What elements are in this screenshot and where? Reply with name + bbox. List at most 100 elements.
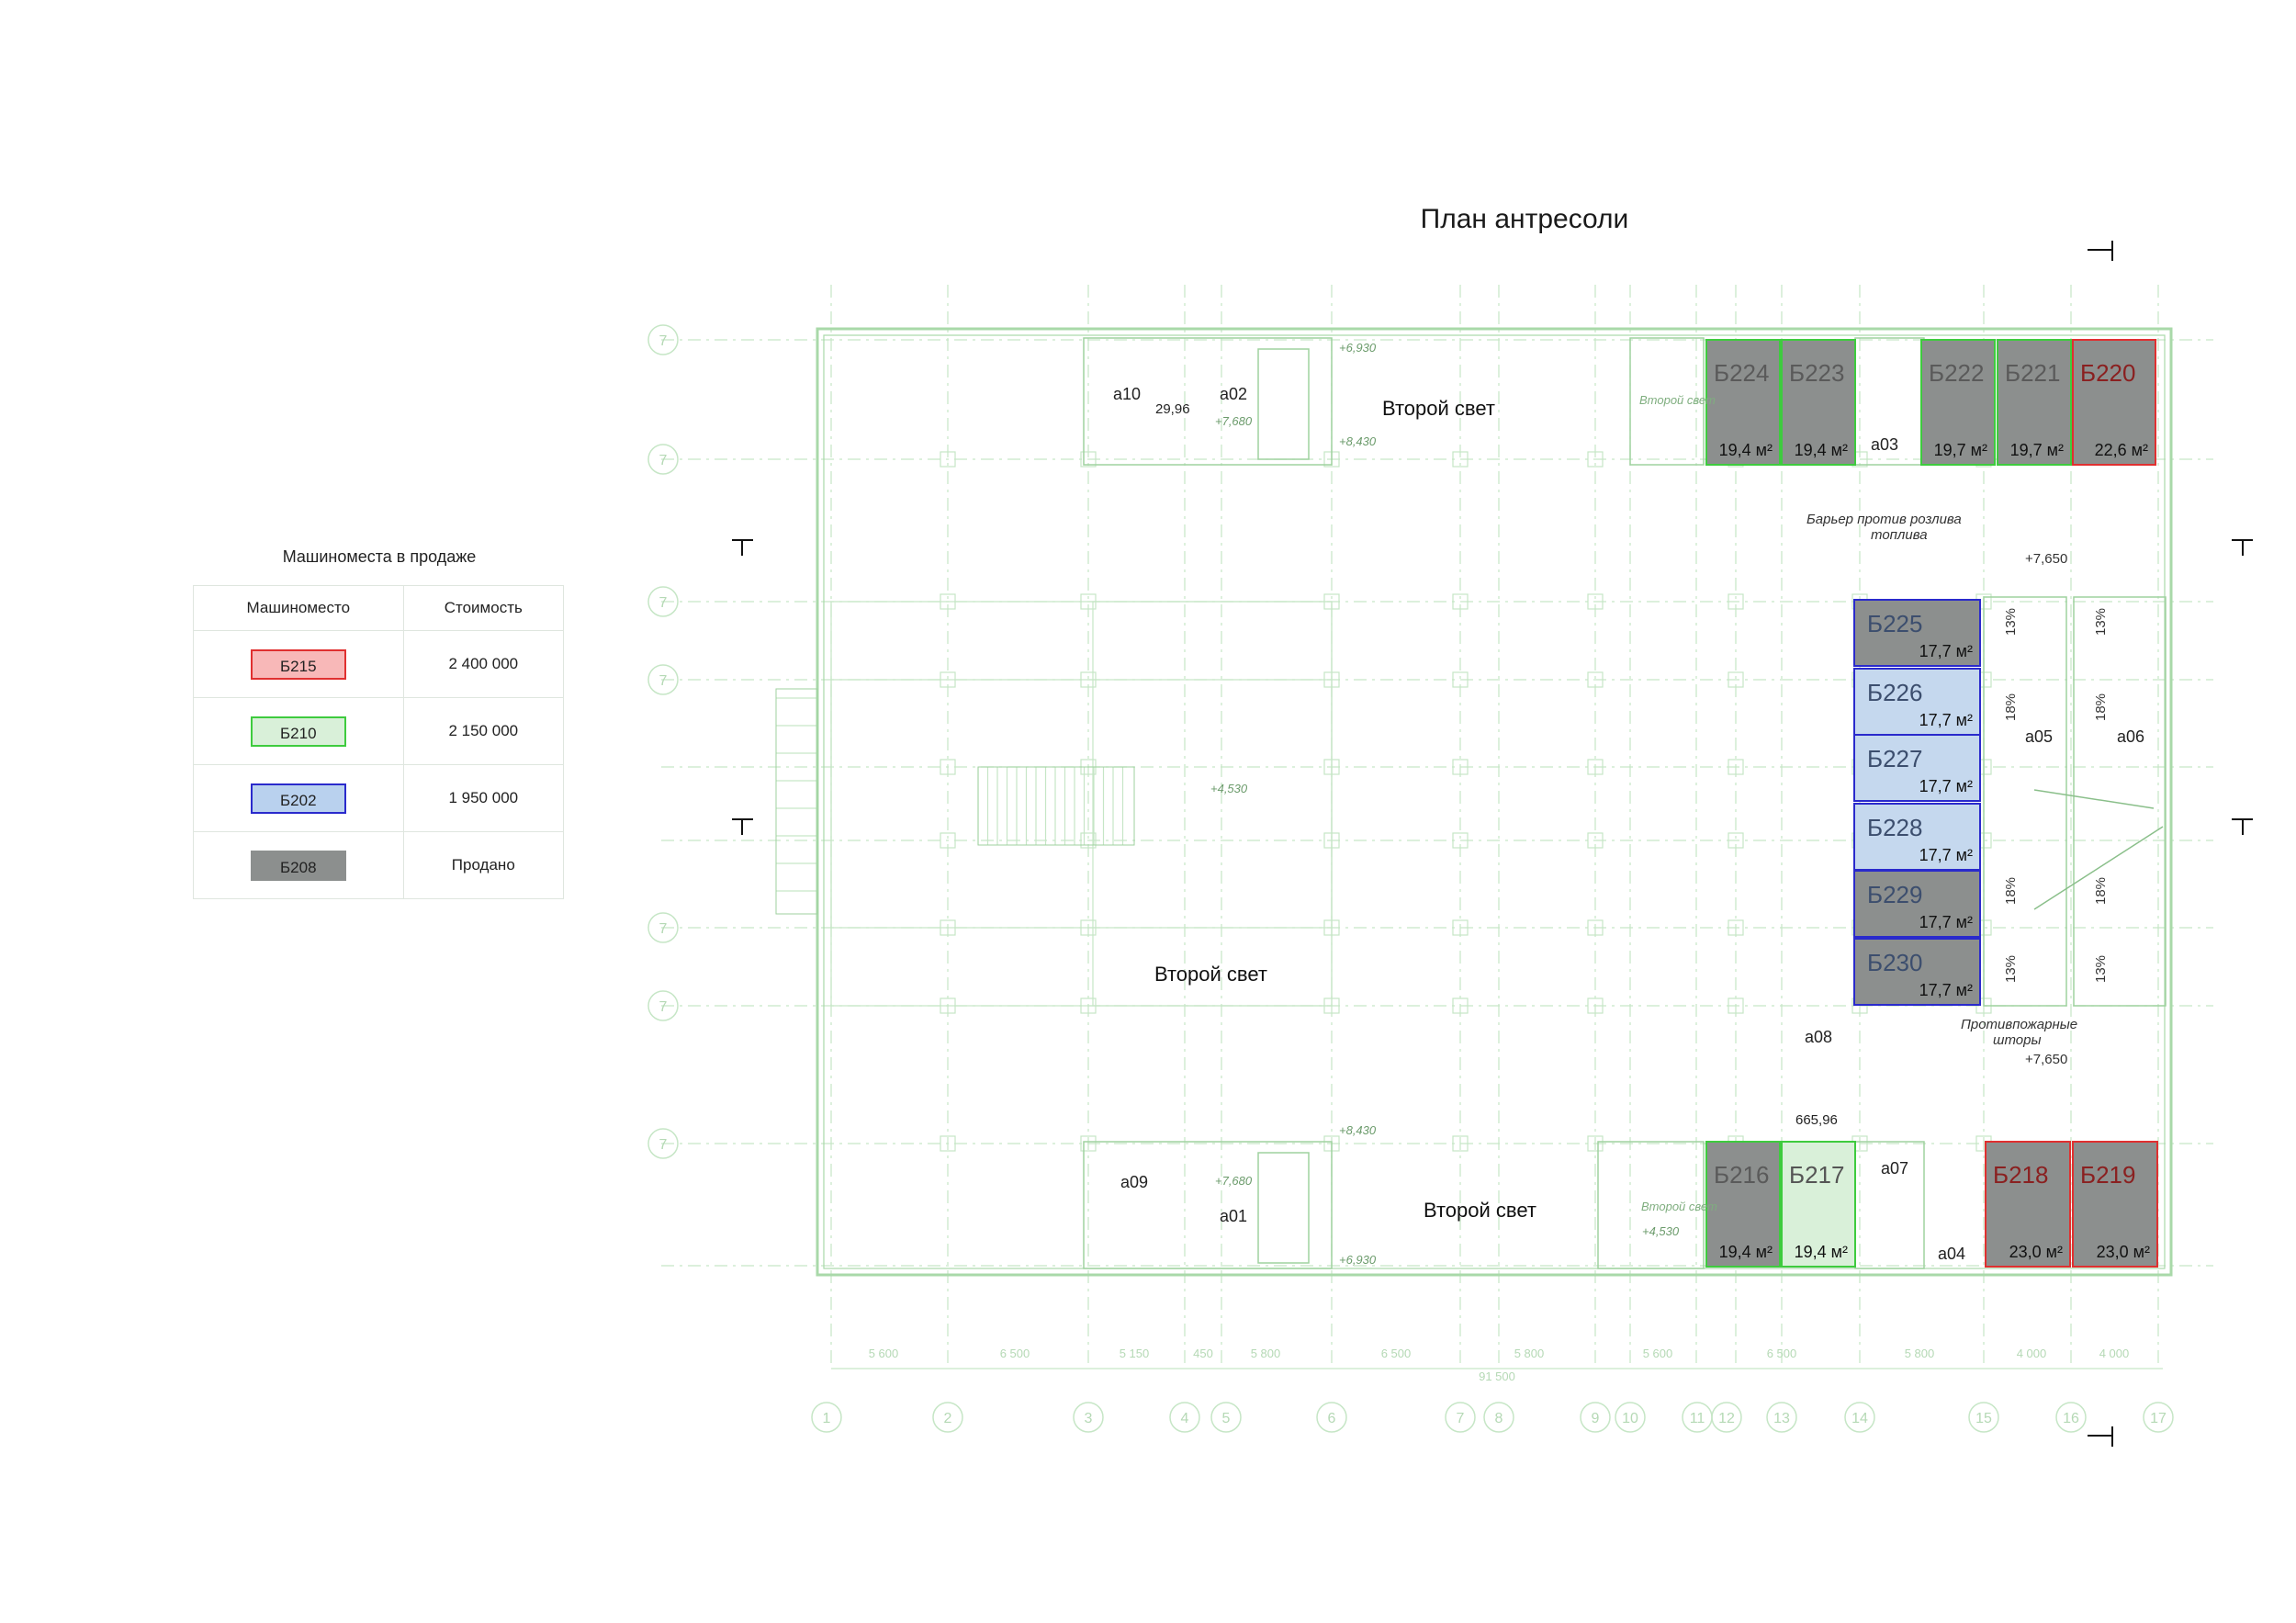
axis-bubble-bottom: 12 [1711, 1402, 1742, 1433]
room-a09: а09 [1120, 1173, 1148, 1191]
column [1587, 593, 1604, 610]
axis-circle [647, 1128, 679, 1159]
column [1080, 919, 1097, 936]
axis-bubble-bottom: 17 [2143, 1402, 2174, 1433]
dimension-label: 5 600 [869, 1347, 899, 1360]
axis-circle [1073, 1402, 1104, 1433]
room-a10: а10 [1113, 385, 1141, 403]
axis-bubble-bottom: 4 [1169, 1402, 1200, 1433]
axis-circle [1844, 1402, 1875, 1433]
spot-id-label: Б218 [1993, 1161, 2048, 1189]
axis-circle [1210, 1402, 1242, 1433]
axis-bubble-left: 7 [647, 990, 679, 1021]
axis-label: 7 [659, 333, 668, 349]
column [1728, 919, 1744, 936]
spot-area-label: 17,7 м² [1919, 642, 1973, 660]
dimension-label: 5 150 [1120, 1347, 1150, 1360]
axis-bubble-bottom: 14 [1844, 1402, 1875, 1433]
second-light-label-bottom: Второй свет [1424, 1199, 1536, 1222]
spot-id-label: Б216 [1714, 1161, 1769, 1189]
room-a08-area: 665,96 [1795, 1112, 1838, 1128]
axis-circle [1766, 1402, 1797, 1433]
spot-id-label: Б223 [1789, 359, 1844, 387]
axis-label: 7 [659, 673, 668, 689]
axis-label: 10 [1622, 1411, 1638, 1426]
spot-box [1920, 339, 1996, 466]
column [1587, 671, 1604, 688]
axis-circle [1580, 1402, 1611, 1433]
legend-panel: Машиноместа в продаже Машиноместо Стоимо… [193, 547, 566, 899]
legend-col-price: Стоимость [402, 585, 565, 631]
column [1323, 997, 1340, 1014]
column [1452, 759, 1469, 775]
spot-area-label: 19,7 м² [2010, 441, 2064, 459]
axis-circle [1615, 1402, 1646, 1433]
legend-row: Б208 Продано [193, 831, 565, 899]
spot-area-label: 17,7 м² [1919, 913, 1973, 931]
column [1452, 451, 1469, 468]
axis-bubble-bottom: 2 [932, 1402, 963, 1433]
room-a07: а07 [1881, 1159, 1908, 1178]
axis-bubble-left: 7 [647, 586, 679, 617]
axis-bubble-left: 7 [647, 324, 679, 355]
axis-bubble-bottom: 9 [1580, 1402, 1611, 1433]
legend-price: 2 150 000 [402, 697, 565, 765]
ramp-slopes: 13% 18% 18% 13% 13% 18% 18% 13% [2003, 608, 2109, 983]
room-a08: а08 [1805, 1028, 1832, 1046]
spot-box [2072, 1141, 2158, 1268]
column [1728, 832, 1744, 849]
spot-area-label: 23,0 м² [2009, 1243, 2063, 1261]
page-title: План антресоли [1420, 204, 1629, 234]
ramps [1983, 596, 2167, 1007]
column [1587, 451, 1604, 468]
axis-label: 1 [823, 1411, 831, 1426]
column [1080, 593, 1097, 610]
column [940, 451, 956, 468]
axis-label: 17 [2150, 1411, 2167, 1426]
axis-circle [2055, 1402, 2087, 1433]
axis-circle [1711, 1402, 1742, 1433]
dimension-label: 6 500 [1381, 1347, 1412, 1360]
column [1452, 1135, 1469, 1152]
axis-bubble-bottom: 5 [1210, 1402, 1242, 1433]
axis-label: 7 [1457, 1411, 1465, 1426]
column [1587, 919, 1604, 936]
spot-id-label: Б222 [1929, 359, 1984, 387]
legend-row: Б202 1 950 000 [193, 764, 565, 832]
legend-title: Машиноместа в продаже [282, 547, 477, 566]
dimension-label: 5 800 [1514, 1347, 1545, 1360]
axis-label: 2 [944, 1411, 952, 1426]
dimension-label: 5 800 [1905, 1347, 1935, 1360]
plan-outline [830, 679, 1333, 929]
ramp-slope: 18% [2003, 877, 2019, 905]
column [1323, 593, 1340, 610]
second-light-small-bottom: Второй свет [1641, 1200, 1717, 1213]
ramp-slope: 13% [2093, 955, 2109, 983]
spot-id-label: Б219 [2080, 1161, 2135, 1189]
axis-bubble-bottom: 11 [1682, 1402, 1713, 1433]
legend-swatch: Б208 [250, 850, 346, 881]
second-light-label-top: Второй свет [1382, 397, 1495, 420]
spot-id-label: Б224 [1714, 359, 1769, 387]
barrier-note-line1: Барьер против розлива [1806, 512, 1962, 527]
axis-label: 5 [1222, 1411, 1231, 1426]
axis-label: 7 [659, 1137, 668, 1153]
spot-box [1781, 1141, 1856, 1268]
legend-table: Машиноместо Стоимость Б215 2 400 000 Б21… [193, 585, 565, 899]
elevation-8430-bottom: +8,430 [1339, 1123, 1377, 1137]
legend-row: Б210 2 150 000 [193, 697, 565, 765]
spot-box [1705, 339, 1781, 466]
axis-label: 6 [1328, 1411, 1336, 1426]
axis-circle [647, 586, 679, 617]
room-a03: а03 [1871, 435, 1898, 454]
column [1323, 671, 1340, 688]
column [1587, 832, 1604, 849]
